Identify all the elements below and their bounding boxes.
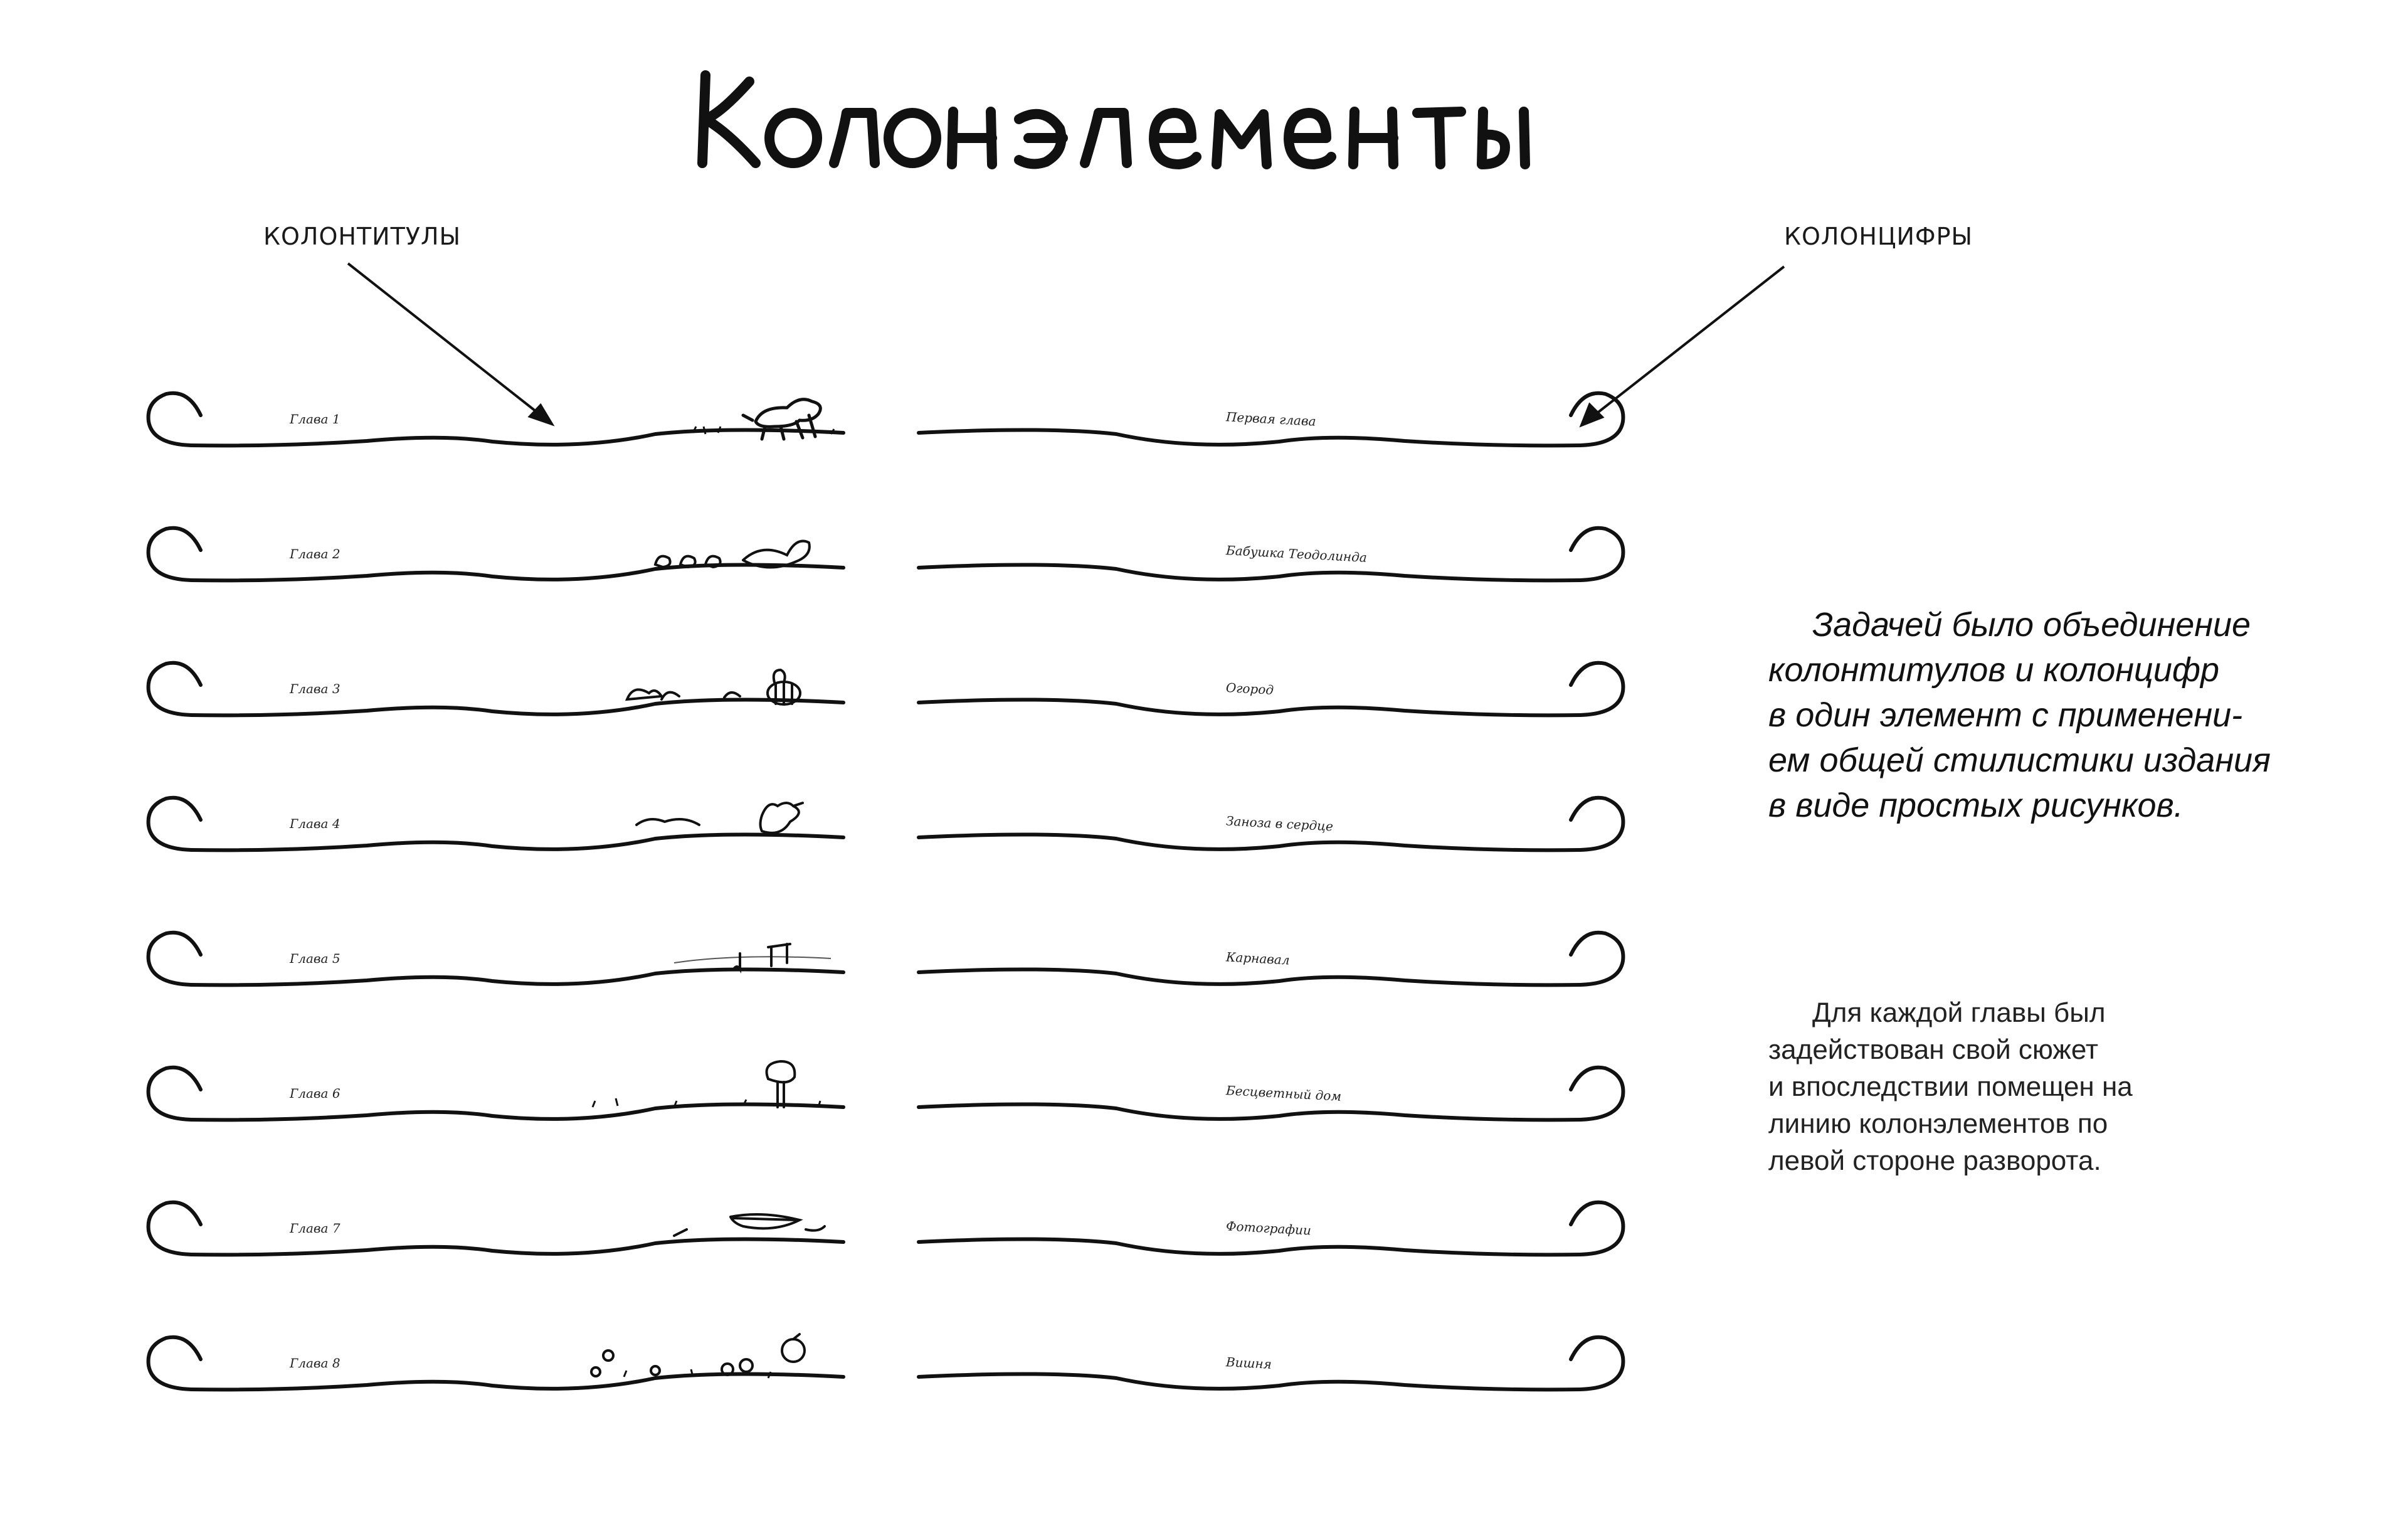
header-strip-2: Глава 2 xyxy=(141,511,845,593)
header-strip-7: Глава 7 xyxy=(141,1186,845,1267)
feather-icon xyxy=(673,1213,826,1237)
strip-caption: Глава 6 xyxy=(290,1086,341,1101)
page-number-strip-4: Заноза в сердце xyxy=(917,781,1630,862)
description-line: Для каждой главы был xyxy=(1812,997,2106,1028)
strip-caption: Глава 4 xyxy=(290,816,341,831)
description-line: ем общей стилистики издания xyxy=(1768,741,2271,779)
bird-icon xyxy=(635,802,804,834)
page-number-strip-1: Первая глава xyxy=(917,376,1630,458)
secondary-description: Для каждой главы был задействован свой с… xyxy=(1768,994,2333,1179)
strip-caption: Глава 7 xyxy=(290,1221,341,1236)
strip-caption: Вишня xyxy=(1225,1354,1272,1372)
page-number-strip-2: Бабушка Теодолинда xyxy=(917,511,1630,593)
strip-caption: Глава 3 xyxy=(290,681,341,696)
page-number-strip-6: Бесцветный дом xyxy=(917,1051,1630,1132)
cherries-icon xyxy=(590,1333,806,1377)
bee-icon xyxy=(625,668,801,706)
header-strip-6: Глава 6 xyxy=(141,1051,845,1132)
description-line: задействован свой сюжет xyxy=(1768,1034,2099,1065)
description-line: линию колонэлементов по xyxy=(1768,1108,2108,1139)
header-strip-8: Глава 8 xyxy=(141,1320,845,1402)
tree-icon xyxy=(765,1059,796,1108)
description-line: и впоследствии помещен на xyxy=(1768,1071,2133,1102)
headers-label: КОЛОНТИТУЛЫ xyxy=(263,223,462,250)
header-strip-3: Глава 3 xyxy=(141,646,845,728)
description-line: в один элемент с применени- xyxy=(1768,696,2243,734)
header-strip-4: Глава 4 xyxy=(141,781,845,862)
header-strip-5: Глава 5 xyxy=(141,916,845,997)
page-number-strip-3: Огород xyxy=(917,646,1630,728)
header-strip-1: Глава 1 xyxy=(141,376,845,458)
page-title xyxy=(0,56,2408,201)
page-number-strip-5: Карнавал xyxy=(917,916,1630,997)
page-number-strip-7: Фотографии xyxy=(917,1186,1630,1267)
description-line: Задачей было объединение xyxy=(1812,606,2251,644)
description-line: в виде простых рисунков. xyxy=(1768,787,2184,824)
music-note-icon xyxy=(732,943,791,974)
page-number-strip-8: Вишня xyxy=(917,1320,1630,1402)
description-line: левой стороне разворота. xyxy=(1768,1145,2101,1176)
strip-caption: Глава 1 xyxy=(290,411,341,427)
strip-caption: Огород xyxy=(1225,680,1274,698)
strip-caption: Глава 2 xyxy=(290,546,341,561)
main-description: Задачей было объединение колонтитулов и … xyxy=(1768,602,2333,828)
dog-icon xyxy=(741,398,822,441)
ducks-icon xyxy=(653,539,811,569)
strip-caption: Глава 5 xyxy=(290,951,341,966)
description-line: колонтитулов и колонцифр xyxy=(1768,651,2220,689)
page-numbers-label: КОЛОНЦИФРЫ xyxy=(1784,223,1973,250)
strip-caption: Глава 8 xyxy=(290,1356,341,1371)
